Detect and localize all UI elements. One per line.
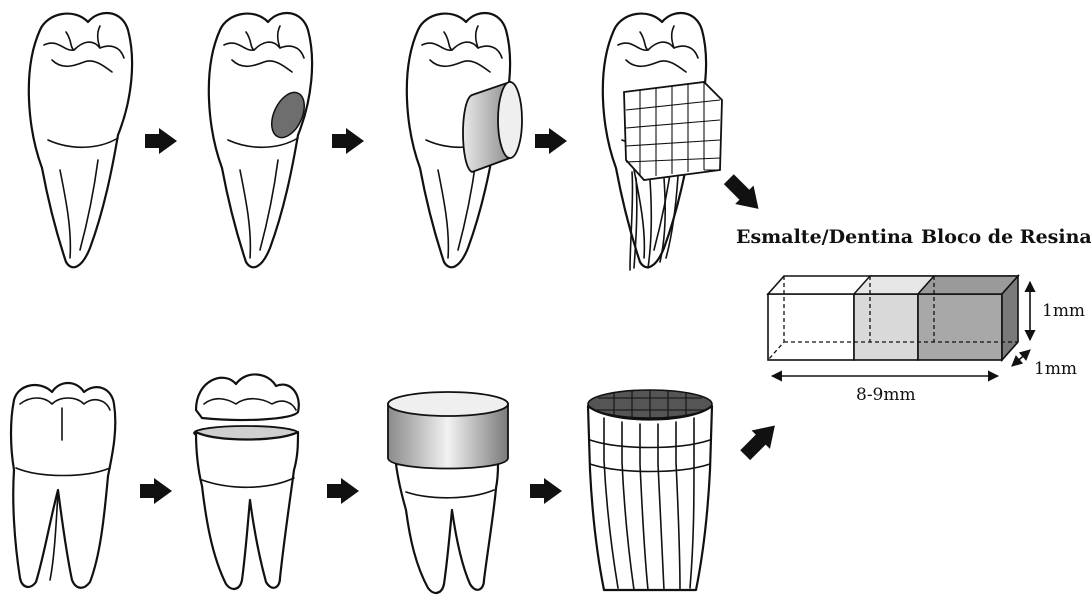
dentin-section — [854, 294, 918, 360]
bottom-tooth-crown-removed — [194, 374, 299, 588]
arrow-right-icon — [535, 128, 567, 154]
top-tooth-intact — [29, 13, 132, 267]
label-resin-block: Bloco de Resina — [921, 226, 1091, 248]
bottom-tooth-resin-cylinder — [388, 392, 508, 593]
resin-disc — [463, 82, 522, 172]
arrow-right-icon — [140, 478, 172, 504]
depth-dimension — [1012, 350, 1030, 366]
label-depth: 1mm — [1034, 359, 1077, 379]
specimen-bar — [768, 276, 1018, 360]
top-tooth-resin-disc — [407, 13, 522, 267]
bottom-tooth-intact — [11, 383, 115, 588]
arrow-right-icon — [530, 478, 562, 504]
label-length: 8-9mm — [856, 385, 916, 405]
label-height: 1mm — [1042, 301, 1085, 321]
label-enamel-dentin: Esmalte/Dentina — [736, 226, 913, 248]
bottom-tooth-sectioned — [588, 390, 712, 590]
top-tooth-sectioned — [603, 13, 722, 270]
arrow-right-icon — [332, 128, 364, 154]
arrow-right-icon — [145, 128, 177, 154]
resin-section — [918, 294, 1002, 360]
enamel-dentin-section — [768, 294, 854, 360]
top-tooth-cavity — [209, 13, 312, 267]
arrow-up-right-icon — [736, 416, 784, 464]
arrow-right-icon — [327, 478, 359, 504]
resin-cylinder — [388, 392, 508, 469]
arrow-down-right-icon — [720, 170, 768, 218]
